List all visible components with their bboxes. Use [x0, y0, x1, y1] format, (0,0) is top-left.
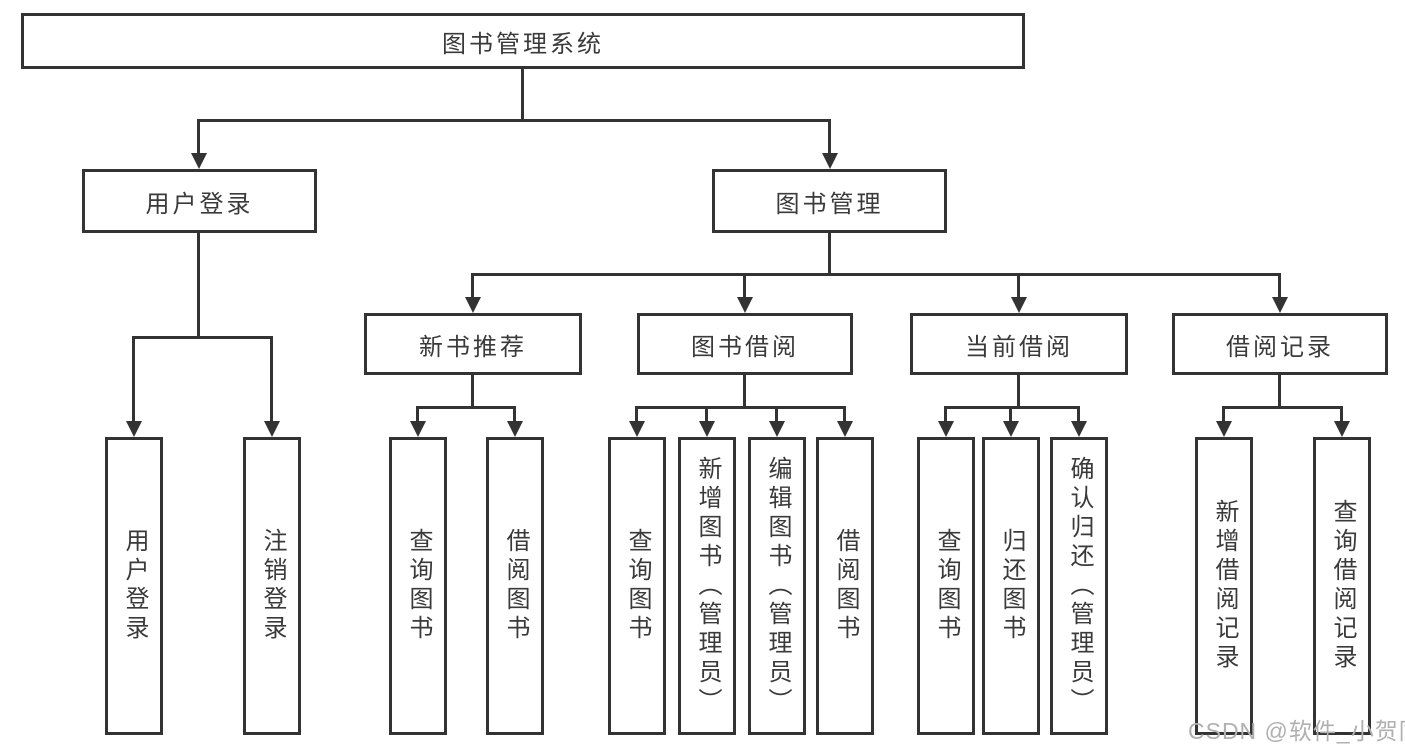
- leaf-user-login-label: 用户登录: [121, 528, 148, 644]
- connector-line: [197, 119, 200, 156]
- connector-line: [1017, 273, 1020, 298]
- leaf-borrow-book-label: 借阅图书: [832, 528, 859, 644]
- arrow-down-icon: [822, 153, 838, 169]
- leaf-recommend-query-book-label: 查询图书: [405, 528, 432, 644]
- leaf-add-borrow-record: 新增借阅记录: [1195, 437, 1253, 735]
- leaf-recommend-borrow-book: 借阅图书: [486, 437, 544, 735]
- node-new-book-recommend-label: 新书推荐: [419, 333, 527, 361]
- leaf-edit-book-admin-label: 编辑图书（管理员）: [764, 455, 791, 717]
- leaf-current-query-book-label: 查询图书: [933, 528, 960, 644]
- arrow-down-icon: [410, 421, 426, 437]
- node-current-borrow-label: 当前借阅: [965, 333, 1073, 361]
- arrow-down-icon: [1071, 421, 1087, 437]
- arrow-down-icon: [737, 297, 753, 313]
- arrow-down-icon: [837, 421, 853, 437]
- leaf-return-book: 归还图书: [982, 437, 1040, 735]
- connector-line: [471, 273, 1281, 276]
- leaf-add-book-admin-label: 新增图书（管理员）: [694, 455, 721, 717]
- node-book-borrow: 图书借阅: [637, 313, 853, 375]
- leaf-return-book-label: 归还图书: [998, 528, 1025, 644]
- leaf-add-borrow-record-label: 新增借阅记录: [1211, 499, 1238, 673]
- node-library-system-label: 图书管理系统: [442, 30, 604, 58]
- connector-line: [775, 406, 778, 422]
- connector-line: [705, 406, 708, 422]
- leaf-edit-book-admin: 编辑图书（管理员）: [748, 437, 806, 735]
- connector-line: [944, 406, 1080, 409]
- connector-line: [197, 119, 831, 122]
- connector-line: [1017, 375, 1020, 407]
- connector-line: [1222, 406, 1343, 409]
- leaf-user-login: 用户登录: [105, 437, 163, 735]
- arrow-down-icon: [191, 153, 207, 169]
- node-library-system: 图书管理系统: [21, 13, 1025, 69]
- watermark: CSDN @软件_小贺同学: [1188, 718, 1405, 744]
- node-new-book-recommend: 新书推荐: [364, 313, 582, 375]
- connector-line: [132, 336, 135, 422]
- arrow-down-icon: [1272, 297, 1288, 313]
- arrow-down-icon: [769, 421, 785, 437]
- leaf-recommend-query-book: 查询图书: [389, 437, 447, 735]
- arrow-down-icon: [1011, 297, 1027, 313]
- arrow-down-icon: [1334, 421, 1350, 437]
- connector-line: [944, 406, 947, 422]
- connector-line: [635, 406, 846, 409]
- connector-line: [197, 233, 200, 337]
- leaf-logout: 注销登录: [243, 437, 301, 735]
- connector-line: [471, 273, 474, 298]
- leaf-borrow-query-book: 查询图书: [608, 437, 666, 735]
- arrow-down-icon: [1216, 421, 1232, 437]
- leaf-borrow-query-book-label: 查询图书: [624, 528, 651, 644]
- node-current-borrow: 当前借阅: [910, 313, 1128, 375]
- node-book-borrow-label: 图书借阅: [691, 333, 799, 361]
- connector-line: [1222, 406, 1225, 422]
- connector-line: [521, 69, 524, 120]
- connector-line: [416, 406, 516, 409]
- leaf-query-borrow-record-label: 查询借阅记录: [1329, 499, 1356, 673]
- leaf-recommend-borrow-book-label: 借阅图书: [502, 528, 529, 644]
- node-book-management-label: 图书管理: [775, 190, 884, 218]
- node-user-login: 用户登录: [82, 169, 317, 233]
- connector-line: [1077, 406, 1080, 422]
- arrow-down-icon: [465, 297, 481, 313]
- node-borrow-record-label: 借阅记录: [1226, 333, 1334, 361]
- connector-line: [635, 406, 638, 422]
- connector-line: [828, 233, 831, 274]
- connector-line: [471, 375, 474, 407]
- arrow-down-icon: [264, 421, 280, 437]
- leaf-confirm-return-admin: 确认归还（管理员）: [1050, 437, 1108, 735]
- node-borrow-record: 借阅记录: [1172, 313, 1388, 375]
- connector-line: [743, 273, 746, 298]
- connector-line: [1278, 375, 1281, 407]
- arrow-down-icon: [699, 421, 715, 437]
- connector-line: [513, 406, 516, 422]
- arrow-down-icon: [126, 421, 142, 437]
- connector-line: [843, 406, 846, 422]
- arrow-down-icon: [938, 421, 954, 437]
- connector-line: [416, 406, 419, 422]
- node-user-login-label: 用户登录: [145, 190, 254, 218]
- node-book-management: 图书管理: [712, 169, 947, 233]
- connector-line: [828, 119, 831, 156]
- arrow-down-icon: [507, 421, 523, 437]
- connector-line: [1278, 273, 1281, 298]
- connector-line: [132, 336, 273, 339]
- arrow-down-icon: [1003, 421, 1019, 437]
- connector-line: [1009, 406, 1012, 422]
- leaf-logout-label: 注销登录: [259, 528, 286, 644]
- leaf-query-borrow-record: 查询借阅记录: [1313, 437, 1371, 735]
- arrow-down-icon: [629, 421, 645, 437]
- leaf-borrow-book: 借阅图书: [816, 437, 874, 735]
- connector-line: [270, 336, 273, 422]
- leaf-add-book-admin: 新增图书（管理员）: [678, 437, 736, 735]
- leaf-current-query-book: 查询图书: [917, 437, 975, 735]
- connector-line: [743, 375, 746, 407]
- leaf-confirm-return-admin-label: 确认归还（管理员）: [1066, 455, 1093, 717]
- connector-line: [1340, 406, 1343, 422]
